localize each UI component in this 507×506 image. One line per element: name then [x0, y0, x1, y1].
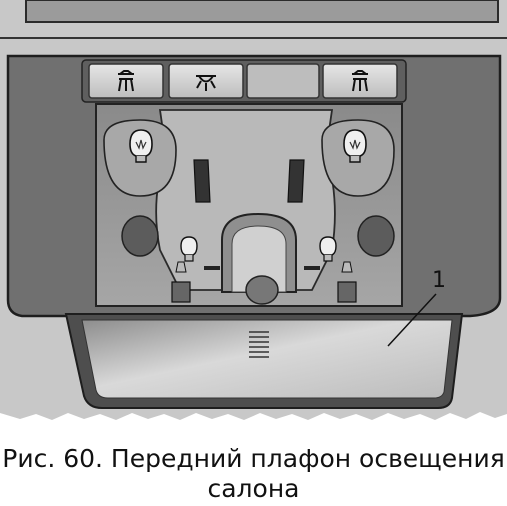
- blank-button[interactable]: [246, 63, 320, 99]
- right-reading-light-button[interactable]: [322, 63, 398, 99]
- figure-caption: Рис. 60. Передний плафон освещения салон…: [0, 444, 507, 504]
- caption-line-2: салона: [207, 474, 300, 503]
- top-frame: [25, 0, 499, 23]
- reading-light-icon: [352, 70, 368, 92]
- caption-line-1: Рис. 60. Передний плафон освещения: [2, 444, 505, 473]
- right-main-bulb: [338, 126, 372, 166]
- reading-light-icon: [118, 70, 134, 92]
- dome-light-icon: [196, 75, 216, 91]
- right-small-bulb: [316, 234, 340, 264]
- left-main-bulb: [124, 126, 158, 166]
- callout-number: 1: [432, 268, 446, 293]
- left-small-bulb: [177, 234, 201, 264]
- cabin-light-button[interactable]: [168, 63, 244, 99]
- callout-leader: [387, 293, 437, 347]
- left-reading-light-button[interactable]: [88, 63, 164, 99]
